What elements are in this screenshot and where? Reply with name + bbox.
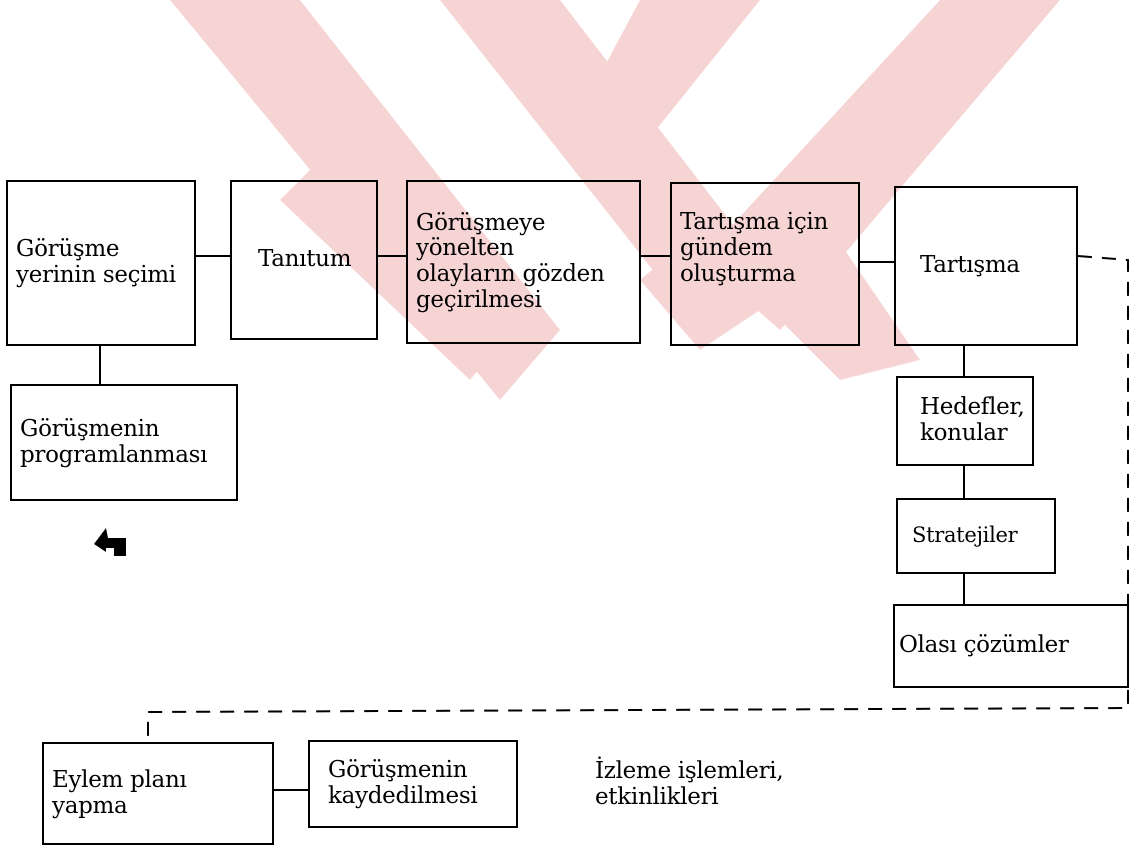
box-text-line: gündem [680,234,773,261]
box-text-line: programlanması [20,441,208,468]
box-text-line: Görüşme [16,236,120,263]
box-text-line: konular [920,420,1008,446]
box-text-line: Hedefler, [920,394,1025,421]
box-olasi-cozumler: Olası çözümler [893,604,1129,688]
box-text-line: olayların gözden [416,261,605,287]
box-izleme-islemleri: İzleme işlemleri, etkinlikleri [591,740,825,830]
box-text-line: oluşturma [680,260,796,287]
box-eylem-plani-yapma: Eylem planı yapma [42,742,274,845]
box-text-line: Tartışma [920,252,1020,279]
box-tanitum: Tanıtum [230,180,378,340]
box-text-line: Görüşmeye [416,209,546,236]
pointer-arrow-icon [94,528,126,556]
box-stratejiler: Stratejiler [896,498,1056,574]
box-tartisma: Tartışma [894,186,1078,346]
box-gorusmenin-kaydedilmesi: Görüşmenin kaydedilmesi [308,740,518,828]
box-text-line: kaydedilmesi [328,783,478,809]
box-gorusmenin-programlanmasi: Görüşmenin programlanması [10,384,238,501]
box-text-line: Eylem planı [52,766,187,793]
box-text-line: geçirilmesi [416,286,542,313]
box-hedefler-konular: Hedefler, konular [896,376,1034,466]
box-text-line: İzleme işlemleri, [595,758,784,785]
box-text-line: Görüşmenin [328,757,468,784]
box-text-line: Görüşmenin [20,415,160,442]
box-text-line: Stratejiler [912,523,1018,548]
box-olaylarin-gozden-gecirilmesi: Görüşmeye yönelten olayların gözden geçi… [406,180,641,344]
box-tartisma-icin-gundem: Tartışma için gündem oluşturma [670,182,860,346]
box-text-line: yapma [52,792,128,819]
box-text-line: etkinlikleri [595,784,719,810]
box-text-line: Olası çözümler [899,632,1069,659]
box-text-line: Tanıtum [258,246,352,273]
box-text-line: yerinin seçimi [16,262,176,288]
box-gorusme-yerinin-secimi: Görüşme yerinin seçimi [6,180,196,346]
box-text-line: Tartışma için [680,209,829,235]
box-text-line: yönelten [416,235,514,262]
